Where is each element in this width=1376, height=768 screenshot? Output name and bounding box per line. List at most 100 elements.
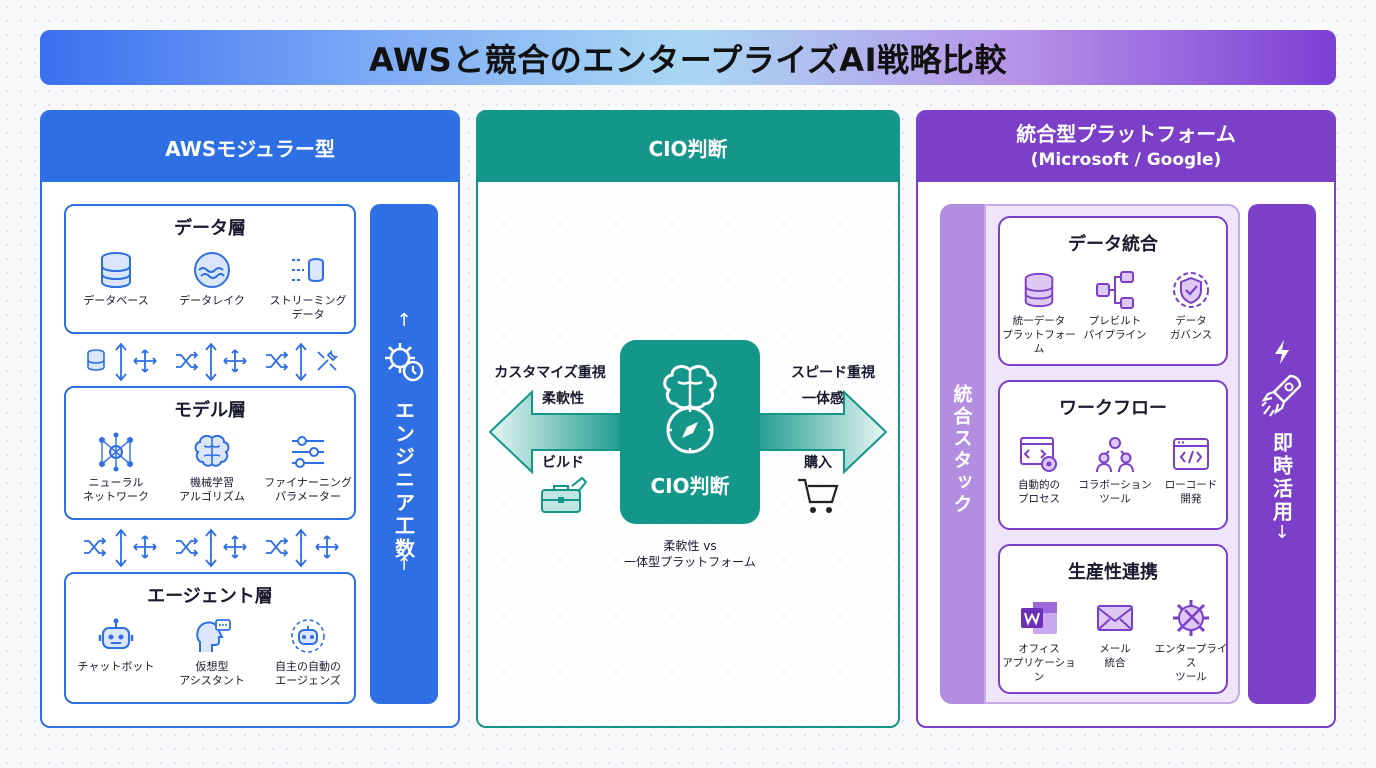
agent-layer-title: エージェント層 (147, 586, 273, 607)
mail-integration-item: メール 統合 (1076, 598, 1154, 670)
build-label: ビルド (542, 455, 584, 471)
low-code-item: ローコード 開発 (1152, 434, 1230, 506)
gear-clock-icon (385, 343, 424, 382)
workflow-card: ワークフロー 自動的の プロセス コラボーション ツール ローコード 開発 (998, 380, 1228, 530)
shuffle-icon (84, 537, 107, 557)
fine-tuning-item: ファイナーニング パラメーター (260, 432, 356, 504)
immediate-use-label: 即時活用 (1269, 432, 1294, 524)
data-lake-item: データレイク (164, 250, 260, 308)
toolbox-icon (541, 476, 588, 513)
up-down-arrow-icon (295, 342, 307, 382)
streaming-icon (292, 258, 324, 283)
integrated-panel-header: 統合型プラットフォーム (Microsoft / Google) (918, 112, 1334, 182)
flowchart-icon (1096, 271, 1134, 309)
integrated-header-label: 統合型プラットフォーム (1016, 122, 1236, 146)
robot-icon (98, 618, 134, 649)
unity-label: 一体感 (802, 391, 844, 407)
streaming-data-item: ストリーミング データ (260, 250, 356, 322)
code-window-icon (1173, 438, 1209, 470)
data-layer-title: データ層 (174, 218, 246, 239)
aws-panel-header: AWSモジュラー型 (42, 112, 458, 182)
ml-algorithm-item: 機械学習 アルゴリズム (164, 432, 260, 504)
automated-process-item: 自動的の プロセス (1000, 434, 1078, 506)
model-layer-title: モデル層 (174, 400, 246, 421)
cio-header-label: CIO判断 (648, 136, 728, 161)
integrated-header-sub: (Microsoft / Google) (1030, 150, 1222, 170)
collaboration-tool-item: コラボーション ツール (1076, 434, 1154, 506)
neural-network-item: ニューラル ネットワーク (68, 432, 164, 504)
code-gear-icon (1020, 437, 1057, 472)
page-title: AWSと競合のエンタープライズAI戦略比較 (369, 40, 1007, 79)
people-icon (1096, 437, 1134, 473)
aws-header-label: AWSモジュラー型 (165, 136, 335, 161)
productivity-card: 生産性連携 オフィス アプリケーション メール 統合 エンタープライス ツール (998, 544, 1228, 694)
up-down-arrow-icon (205, 342, 217, 382)
enterprise-tool-item: エンタープライス ツール (1152, 598, 1230, 684)
up-down-arrow-icon (115, 528, 127, 568)
prebuilt-pipeline-item: プレビルト パイプライン (1076, 270, 1154, 342)
shuffle-icon (266, 537, 289, 557)
arrow-up-bottom: ↑ (396, 554, 412, 575)
aws-panel: AWSモジュラー型 データ層 データベース データレイク ストリーミング データ… (40, 110, 460, 728)
integrated-stack: 統合スタック データ統合 統一データ プラットフォーム プレビルト パイプライン… (940, 204, 1240, 704)
model-layer-card: モデル層 ニューラル ネットワーク 機械学習 アルゴリズム ファイナーニング パ… (64, 386, 356, 520)
rocket-icon (1261, 374, 1302, 417)
agent-layer-card: エージェント層 チャットボット 仮想型 アシスタント 自主の自動の エージェンズ (64, 572, 356, 704)
move-icon (315, 535, 339, 559)
autonomous-agent-item: 自主の自動の エージェンズ (260, 616, 356, 688)
brain-icon (194, 434, 230, 467)
engineer-effort-label: エンジニア工数 (391, 400, 416, 561)
data-governance-item: データ ガバンス (1152, 270, 1230, 342)
move-icon (223, 349, 247, 373)
mail-icon (1097, 605, 1133, 631)
arrow-up-top: ↑ (396, 310, 412, 331)
integrated-panel: 統合型プラットフォーム (Microsoft / Google) 統合スタック … (916, 110, 1336, 728)
database-icon (101, 252, 131, 289)
bolt-icon (1275, 340, 1289, 364)
virtual-assistant-item: 仮想型 アシスタント (164, 616, 260, 688)
agent-icon (291, 619, 325, 653)
engineer-effort-bar: ↑ エンジニア工数 ↑ (370, 204, 438, 704)
assistant-icon (196, 619, 231, 652)
data-integration-card: データ統合 統一データ プラットフォーム プレビルト パイプライン データ ガバ… (998, 216, 1228, 366)
cio-panel: CIO判断 CIO判断 カスタマイズ重視 柔軟性 ビルド スピード重視 一体感 … (476, 110, 900, 728)
shuffle-icon (266, 351, 289, 371)
speed-label: スピード重視 (791, 365, 875, 381)
lake-icon (194, 252, 230, 288)
stack-label: 統合スタック (950, 384, 973, 516)
buy-label: 購入 (804, 455, 832, 471)
sliders-icon (292, 436, 324, 468)
up-down-arrow-icon (205, 528, 217, 568)
workflow-title: ワークフロー (1059, 398, 1167, 419)
database-icon (1024, 272, 1054, 308)
title-bar: AWSと競合のエンタープライズAI戦略比較 (40, 30, 1336, 85)
arrow-down: ↓ (1274, 522, 1290, 543)
stack-inner: データ統合 統一データ プラットフォーム プレビルト パイプライン データ ガバ… (984, 204, 1240, 704)
office-app-item: オフィス アプリケーション (1000, 598, 1078, 684)
cart-icon (798, 478, 839, 513)
data-integration-title: データ統合 (1068, 234, 1158, 255)
chatbot-item: チャットボット (68, 616, 164, 674)
shuffle-icon (176, 351, 199, 371)
data-layer-card: データ層 データベース データレイク ストリーミング データ (64, 204, 356, 334)
database-item: データベース (68, 250, 164, 308)
customize-label: カスタマイズ重視 (494, 365, 606, 381)
connector-row-1 (64, 340, 356, 384)
database-icon (87, 349, 105, 371)
shield-icon (1173, 272, 1209, 308)
up-down-arrow-icon (115, 342, 127, 382)
move-icon (133, 349, 157, 373)
cio-panel-header: CIO判断 (478, 112, 898, 182)
immediate-use-bar: 即時活用 ↓ (1248, 204, 1316, 704)
connector-row-2 (64, 526, 356, 570)
cio-decision-box: CIO判断 (620, 340, 760, 524)
wrench-icon (317, 349, 339, 371)
shuffle-icon (176, 537, 199, 557)
move-icon (133, 535, 157, 559)
tools-gear-icon (1173, 600, 1209, 636)
compass-brain-icon (663, 365, 717, 454)
cio-center-label: CIO判断 (650, 474, 730, 498)
productivity-title: 生産性連携 (1068, 562, 1158, 583)
unified-platform-item: 統一データ プラットフォーム (1000, 270, 1078, 356)
network-icon (99, 432, 133, 472)
